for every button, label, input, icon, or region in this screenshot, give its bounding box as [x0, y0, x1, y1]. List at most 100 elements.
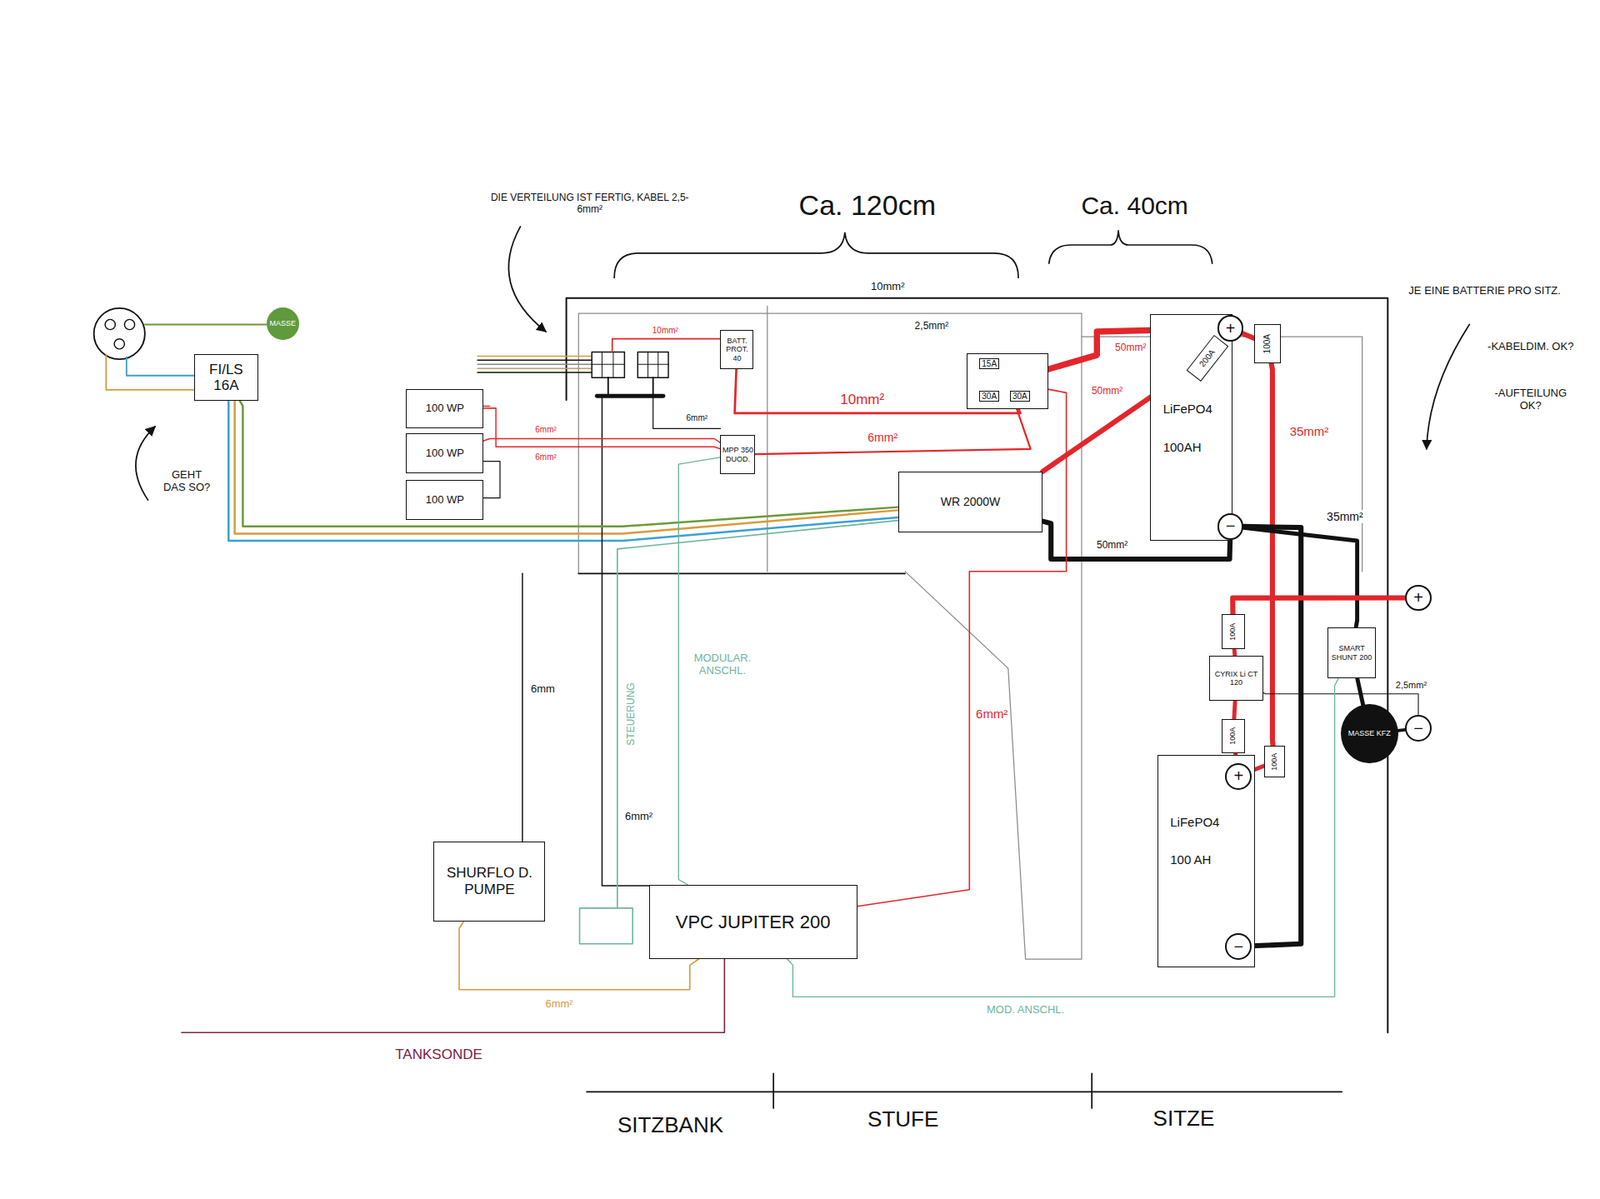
node-text: LiFePO4: [1163, 401, 1213, 416]
wire: [1232, 649, 1238, 657]
wire: [612, 339, 721, 353]
wire: [228, 400, 898, 541]
terminal-block: [637, 352, 669, 379]
wire: [1263, 693, 1419, 716]
node-text: +: [1233, 766, 1244, 786]
wire: [240, 400, 899, 527]
callout-arrow: [508, 226, 546, 332]
component-box: LiFePO4100 AH+−: [1157, 755, 1256, 968]
cable-label: 50mm²: [1090, 385, 1125, 398]
note-label: Ca. 120cm: [797, 190, 938, 223]
component-box: SHURFLO D. PUMPE: [433, 841, 545, 922]
furniture-outline: [578, 572, 905, 575]
note-label: Ca. 40cm: [1079, 191, 1190, 221]
note-label: 2,5mm²: [913, 320, 951, 333]
note-label: TANKSONDE: [393, 1046, 485, 1064]
wire: [483, 408, 720, 450]
component-box: 100A: [1264, 745, 1285, 778]
node-text: 100AH: [1163, 440, 1202, 455]
vehicle-outline: [566, 298, 1389, 1034]
wire: [483, 461, 500, 499]
cable-label: 10mm²: [838, 391, 886, 409]
node-text: CYRIX Li CT 120: [1210, 670, 1263, 688]
node-text: 100 WP: [425, 402, 465, 415]
note-label: 6mm: [529, 682, 557, 695]
socket-pin: [124, 319, 135, 330]
note-label: -KABELDIM. OK?: [1485, 340, 1576, 354]
terminal-circle: −: [1225, 933, 1252, 960]
wire: [1397, 728, 1405, 733]
component-box: MPP 350 DUOD.: [720, 435, 755, 475]
wire: [477, 360, 592, 361]
furniture-outline: [578, 313, 1082, 960]
wire: [755, 409, 1031, 455]
dimension-bracket: [1049, 230, 1213, 264]
note-label: SITZE: [1151, 1106, 1217, 1132]
note-label: 10mm²: [869, 280, 906, 294]
wire: [477, 364, 592, 365]
wire: [608, 377, 654, 396]
node-text: SMART SHUNT 200: [1328, 644, 1375, 662]
furniture-outline: [766, 305, 768, 571]
terminal-circle: MASSE: [266, 307, 300, 340]
wire: [105, 355, 194, 390]
terminal-grid: [591, 352, 625, 379]
node-text: FI/LS 16A: [195, 361, 258, 395]
node-text: +: [1225, 319, 1236, 339]
note-label: -AUFTEILUNG OK?: [1483, 387, 1579, 413]
wire: [145, 324, 267, 326]
node-text: −: [1233, 937, 1244, 957]
node-text: −: [1225, 516, 1236, 536]
cable-label: 2,5mm²: [1394, 679, 1429, 690]
cable-label: MOD. ANSCHL.: [985, 1004, 1066, 1017]
node-text: −: [1413, 719, 1424, 739]
wire: [126, 357, 195, 376]
component-box: 100 WP: [405, 433, 484, 474]
cable-label: 6mm²: [543, 997, 575, 1010]
socket-pin: [105, 319, 115, 330]
wire: [477, 371, 592, 373]
zone-axis: [586, 1073, 1342, 1109]
note-label: DIE VERTEILUNG IST FERTIG, KABEL 2,5-6mm…: [485, 192, 694, 216]
component-box: SMART SHUNT 200: [1327, 627, 1376, 679]
wire: [787, 678, 1339, 997]
callout-arrow: [135, 426, 155, 500]
node-text: SHURFLO D. PUMPE: [434, 865, 545, 898]
wire: [1232, 598, 1405, 615]
node-text: 100A: [1229, 727, 1238, 745]
cable-label: 35mm²: [1288, 424, 1331, 439]
component-box: 100A: [1221, 614, 1245, 650]
node-text: 100 AH: [1170, 852, 1211, 867]
dimension-bracket: [614, 232, 1019, 278]
terminal-circle: −: [1217, 513, 1245, 540]
socket-pin: [114, 339, 125, 350]
wire: [1357, 678, 1364, 706]
node-text: WR 2000W: [940, 495, 1001, 509]
component-box: CYRIX Li CT 120: [1209, 655, 1264, 701]
cable-label: 50mm²: [1095, 540, 1130, 552]
component-box: FI/LS 16A: [194, 354, 259, 401]
control-panel: [580, 908, 634, 945]
node-text: 100A: [1262, 334, 1273, 354]
wire: [1242, 333, 1255, 339]
terminal-circle: +: [1405, 585, 1432, 612]
wire: [235, 400, 899, 534]
sensor-wire: [181, 959, 725, 1033]
note-label: GEHT DAS SO?: [158, 469, 215, 495]
component-box: 100A: [1221, 719, 1245, 753]
terminal-grid: [637, 352, 669, 379]
node-text: 30A: [1010, 390, 1030, 403]
cable-label: 6mm²: [533, 452, 559, 463]
node-text: MASSE KFZ: [1348, 729, 1391, 738]
note-label: 10mm²: [650, 325, 680, 336]
note-label: 6mm²: [623, 810, 655, 823]
component-box: 100 WP: [405, 480, 484, 521]
callout-arrow: [1426, 325, 1470, 450]
wire: [477, 367, 592, 369]
control-wire: [617, 520, 899, 909]
wire: [483, 405, 490, 407]
node-text: BATT. PROT. 40: [720, 336, 753, 363]
cable-label: 6mm²: [974, 707, 1010, 722]
